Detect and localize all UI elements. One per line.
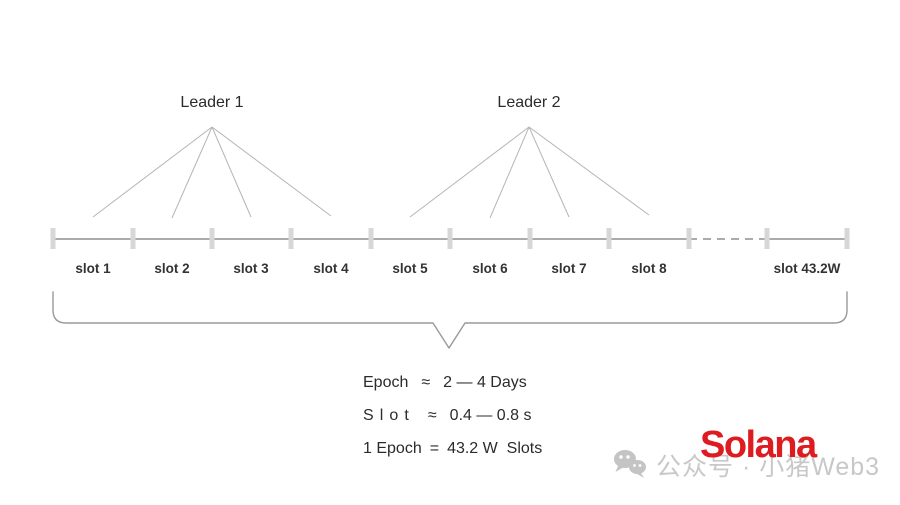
leader-1-label: Leader 1 — [180, 94, 244, 111]
legend-term-epoch: Epoch — [363, 373, 409, 391]
equals-symbol: = — [429, 439, 440, 457]
legend-term-slot: Slot — [363, 406, 415, 424]
slot-label-8: slot 8 — [631, 261, 667, 276]
approx-symbol: ≈ — [427, 406, 437, 424]
approx-symbol: ≈ — [421, 373, 431, 391]
epoch-brace — [52, 291, 848, 349]
tick-marks — [50, 228, 850, 249]
watermark-text: 公众号 · 小猪Web3 — [656, 453, 881, 481]
slot-label-5: slot 5 — [392, 261, 428, 276]
legend-row-epoch: Epoch ≈ 2 — 4 Days — [363, 366, 542, 399]
legend-row-epoch-slots: 1 Epoch = 43.2 W Slots — [363, 432, 542, 465]
slot-label-4: slot 4 — [313, 261, 349, 276]
wechat-icon — [614, 450, 646, 478]
slot-label-2: slot 2 — [154, 261, 190, 276]
slot-label-1: slot 1 — [75, 261, 111, 276]
leader-2-label: Leader 2 — [497, 94, 561, 111]
fan-lines-leader-2 — [409, 126, 650, 219]
fan-lines-leader-1 — [92, 126, 332, 219]
slot-label-43-2w: slot 43.2W — [773, 261, 841, 276]
legend-value-slot: 0.4 — 0.8 s — [449, 406, 532, 424]
epoch-legend: Epoch ≈ 2 — 4 Days Slot ≈ 0.4 — 0.8 s 1 … — [363, 366, 542, 465]
slot-label-6: slot 6 — [472, 261, 508, 276]
watermark: 公众号 · 小猪Web3 — [612, 447, 880, 483]
legend-row-slot: Slot ≈ 0.4 — 0.8 s — [363, 399, 542, 432]
slot-label-3: slot 3 — [233, 261, 269, 276]
legend-term-epoch-slots: 1 Epoch — [363, 439, 422, 457]
solana-logo: Solana — [700, 424, 817, 466]
legend-value-epoch: 2 — 4 Days — [443, 373, 527, 391]
slot-label-7: slot 7 — [551, 261, 587, 276]
legend-value-epoch-slots: 43.2 W Slots — [447, 439, 543, 457]
